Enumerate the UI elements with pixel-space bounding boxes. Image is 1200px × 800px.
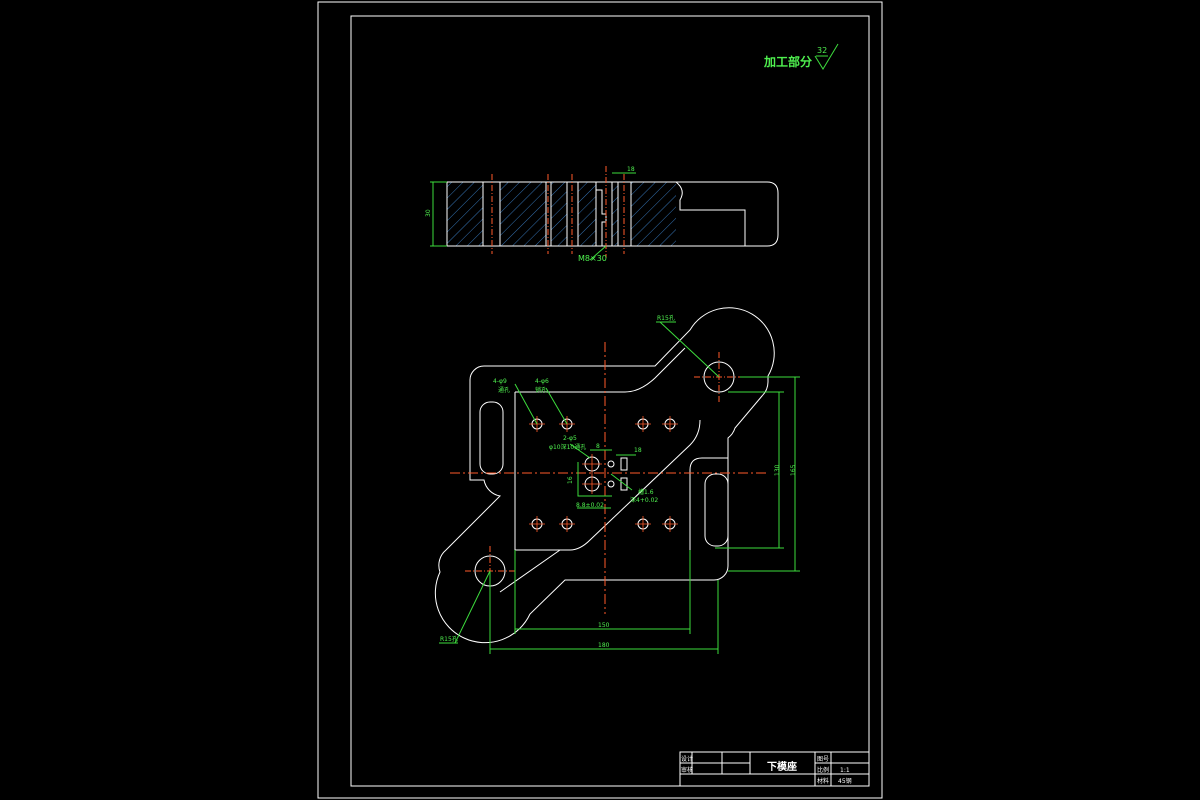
center-dimensions [577, 449, 636, 509]
title-block-right-label-2: 比例 [817, 766, 829, 774]
inner-plate-outline [514, 347, 701, 551]
slot-cutout-upper [620, 457, 628, 471]
lower-rail-outline [499, 457, 728, 593]
bolt-note-a-leader [514, 383, 538, 425]
bolt-note-a-line1: 4-φ9 [493, 378, 507, 385]
thread-leader [589, 245, 607, 261]
hatch-block-2 [500, 182, 546, 246]
lower-hole-leader [454, 570, 491, 644]
hatch-block-6 [631, 182, 676, 246]
side-section-view: 30 18 M8×30 [425, 166, 779, 263]
plate-outline [434, 307, 775, 644]
inner-drawing-frame [350, 15, 870, 787]
outer-sheet-border [317, 1, 883, 799]
center-note-leader [569, 443, 591, 459]
slot-note-line1: 槽1.6 [638, 488, 654, 496]
title-block [679, 751, 870, 787]
slot-cutout-lower [620, 477, 628, 491]
center-bottom-note: 8.8±0.02 [576, 502, 604, 509]
pilot-hole-lower [607, 480, 615, 488]
roughness-value: 32 [817, 46, 827, 55]
hatch-block-3 [551, 182, 567, 246]
side-height-dim-text: 30 [425, 209, 432, 217]
dim-outer-height: 165 [790, 464, 797, 476]
surface-finish-symbol: 加工部分 32 [763, 43, 839, 70]
part-name: 下模座 [767, 760, 797, 773]
right-slot [704, 473, 729, 547]
bolt-hole-pattern [531, 418, 676, 530]
dim-inner-height: 130 [774, 464, 781, 476]
bolt-hole-crosshairs [529, 416, 678, 532]
surface-finish-label: 加工部分 [763, 54, 812, 69]
lower-hole-note: R15孔 [440, 635, 458, 643]
upper-guide-hole [703, 361, 735, 393]
side-view-step [675, 181, 746, 246]
plan-view: 8 18 16 8.8±0.02 槽1.6 深4+0.02 R15孔 R15孔 … [434, 307, 800, 654]
dim-outer-width: 180 [598, 642, 610, 649]
pilot-hole-upper [607, 460, 615, 468]
side-view-outline [446, 181, 779, 247]
punch-crosshairs [582, 454, 602, 494]
center-dim-right: 18 [634, 447, 642, 454]
overall-dimensions [489, 376, 800, 654]
thread-note-text: M8×30 [578, 254, 607, 263]
center-dim-left: 16 [567, 476, 574, 484]
bolt-note-b-line2: 销孔 [535, 386, 547, 394]
title-block-row-label-1: 设计 [681, 755, 693, 763]
roughness-check-icon [814, 43, 839, 70]
scale-value: 1:1 [840, 767, 850, 774]
center-dim-small: 8 [596, 443, 600, 450]
title-block-right-label-1: 图号 [817, 756, 829, 763]
side-thread-detail [596, 189, 607, 246]
dim-inner-width: 150 [598, 622, 610, 629]
bolt-note-b-line1: 4-φ6 [535, 378, 549, 385]
upper-hole-note: R15孔 [657, 314, 675, 322]
material-value: 45钢 [838, 777, 852, 785]
side-top-dim-text: 18 [627, 166, 635, 173]
center-note-line1: 2-φ5 [563, 435, 577, 442]
hatch-block-1 [447, 182, 483, 246]
bolt-note-a-line2: 通孔 [498, 386, 510, 394]
bolt-note-b-leader [545, 387, 568, 425]
hatch-block-4 [578, 182, 596, 246]
slot-note-line2: 深4+0.02 [630, 496, 658, 504]
center-note-line2: φ10深10通孔 [549, 443, 586, 451]
title-block-row-label-2: 审核 [681, 766, 693, 774]
upper-hole-leader [659, 321, 720, 378]
left-slot [479, 401, 504, 475]
hatch-block-5 [612, 182, 618, 246]
title-block-right-label-3: 材料 [817, 777, 829, 785]
